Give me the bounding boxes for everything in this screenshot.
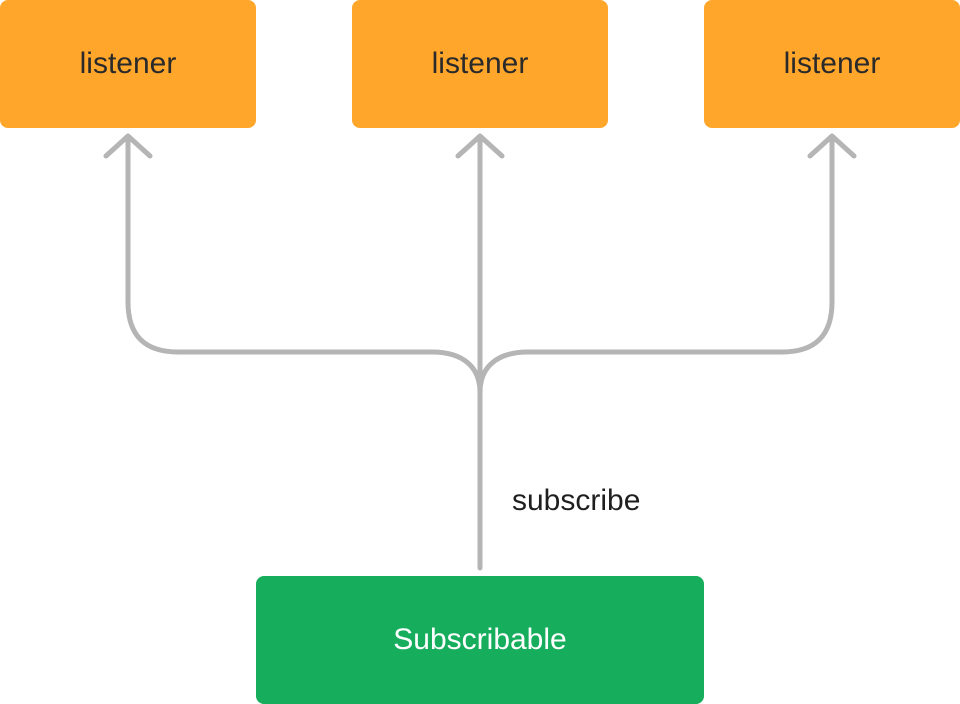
arrowhead-right: [807, 133, 857, 159]
listener-node-3-label: listener: [783, 47, 881, 80]
listener-node-1-label: listener: [79, 47, 177, 80]
listener-node-3: listener: [704, 0, 960, 128]
arrowhead-center: [455, 133, 505, 159]
subscribe-edge-label: subscribe: [512, 484, 641, 517]
listener-node-2-label: listener: [431, 47, 529, 80]
arrowhead-left: [103, 133, 153, 159]
connector-right-branch: [477, 137, 835, 395]
listener-node-1: listener: [0, 0, 256, 128]
subscribable-node-label: Subscribable: [393, 623, 567, 656]
listener-node-2: listener: [352, 0, 608, 128]
subscribable-node: Subscribable: [256, 576, 704, 704]
connector-left-branch: [125, 137, 483, 395]
